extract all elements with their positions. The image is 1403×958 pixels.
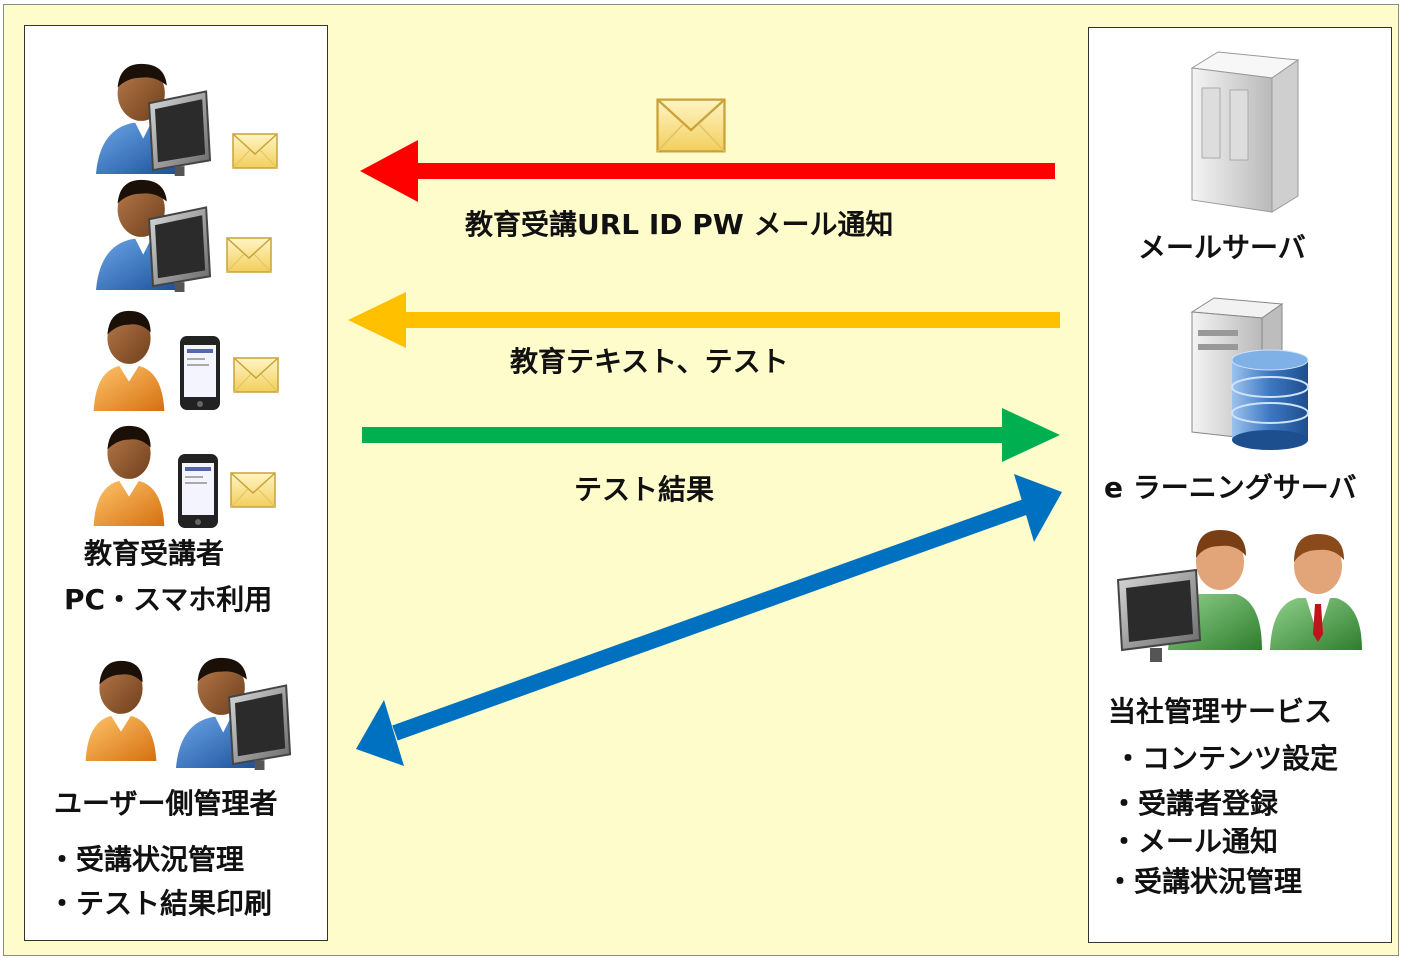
- envelope-icon: [656, 98, 726, 153]
- smartphone-icon: [180, 336, 220, 410]
- envelope-icon: [230, 472, 276, 508]
- person-icon: [93, 310, 165, 412]
- database-icon: [1231, 349, 1309, 450]
- arrow-materials: [348, 292, 1060, 348]
- person-at-computer-icon: [94, 62, 212, 176]
- arrow-label-test-results: テスト結果: [574, 473, 715, 506]
- arrow-label-mail-notice: 教育受講URL ID PW メール通知: [465, 208, 894, 241]
- admin-item: ・テスト結果印刷: [48, 887, 273, 920]
- service-title: 当社管理サービス: [1108, 695, 1333, 728]
- admin-title: ユーザー側管理者: [54, 787, 278, 820]
- person-at-computer-icon: [94, 178, 212, 292]
- arrow-bidirectional: [356, 474, 1062, 766]
- service-item: ・受講者登録: [1110, 787, 1279, 820]
- envelope-icon: [233, 357, 279, 393]
- service-item: ・コンテンツ設定: [1114, 742, 1339, 775]
- arrow-test-results: [362, 408, 1060, 462]
- arrow-mail-notice: [360, 140, 1055, 202]
- person-icon: [1270, 534, 1362, 650]
- server-tower-icon: [1190, 51, 1300, 213]
- person-icon: [85, 660, 157, 762]
- envelope-icon: [226, 237, 272, 273]
- person-at-computer-icon: [1116, 530, 1262, 662]
- learners-title: 教育受講者: [84, 537, 225, 570]
- left-panel: [24, 25, 328, 941]
- person-at-computer-icon: [174, 656, 292, 770]
- envelope-icon: [232, 133, 278, 169]
- person-icon: [93, 425, 165, 527]
- service-item: ・受講状況管理: [1106, 865, 1303, 898]
- elearning-server-label: e ラーニングサーバ: [1104, 471, 1357, 504]
- arrow-label-materials: 教育テキスト、テスト: [510, 345, 789, 378]
- learners-subtitle: PC・スマホ利用: [64, 583, 273, 616]
- service-item: ・メール通知: [1110, 825, 1279, 858]
- mail-server-label: メールサーバ: [1138, 231, 1306, 264]
- smartphone-icon: [178, 454, 218, 528]
- admin-item: ・受講状況管理: [48, 843, 245, 876]
